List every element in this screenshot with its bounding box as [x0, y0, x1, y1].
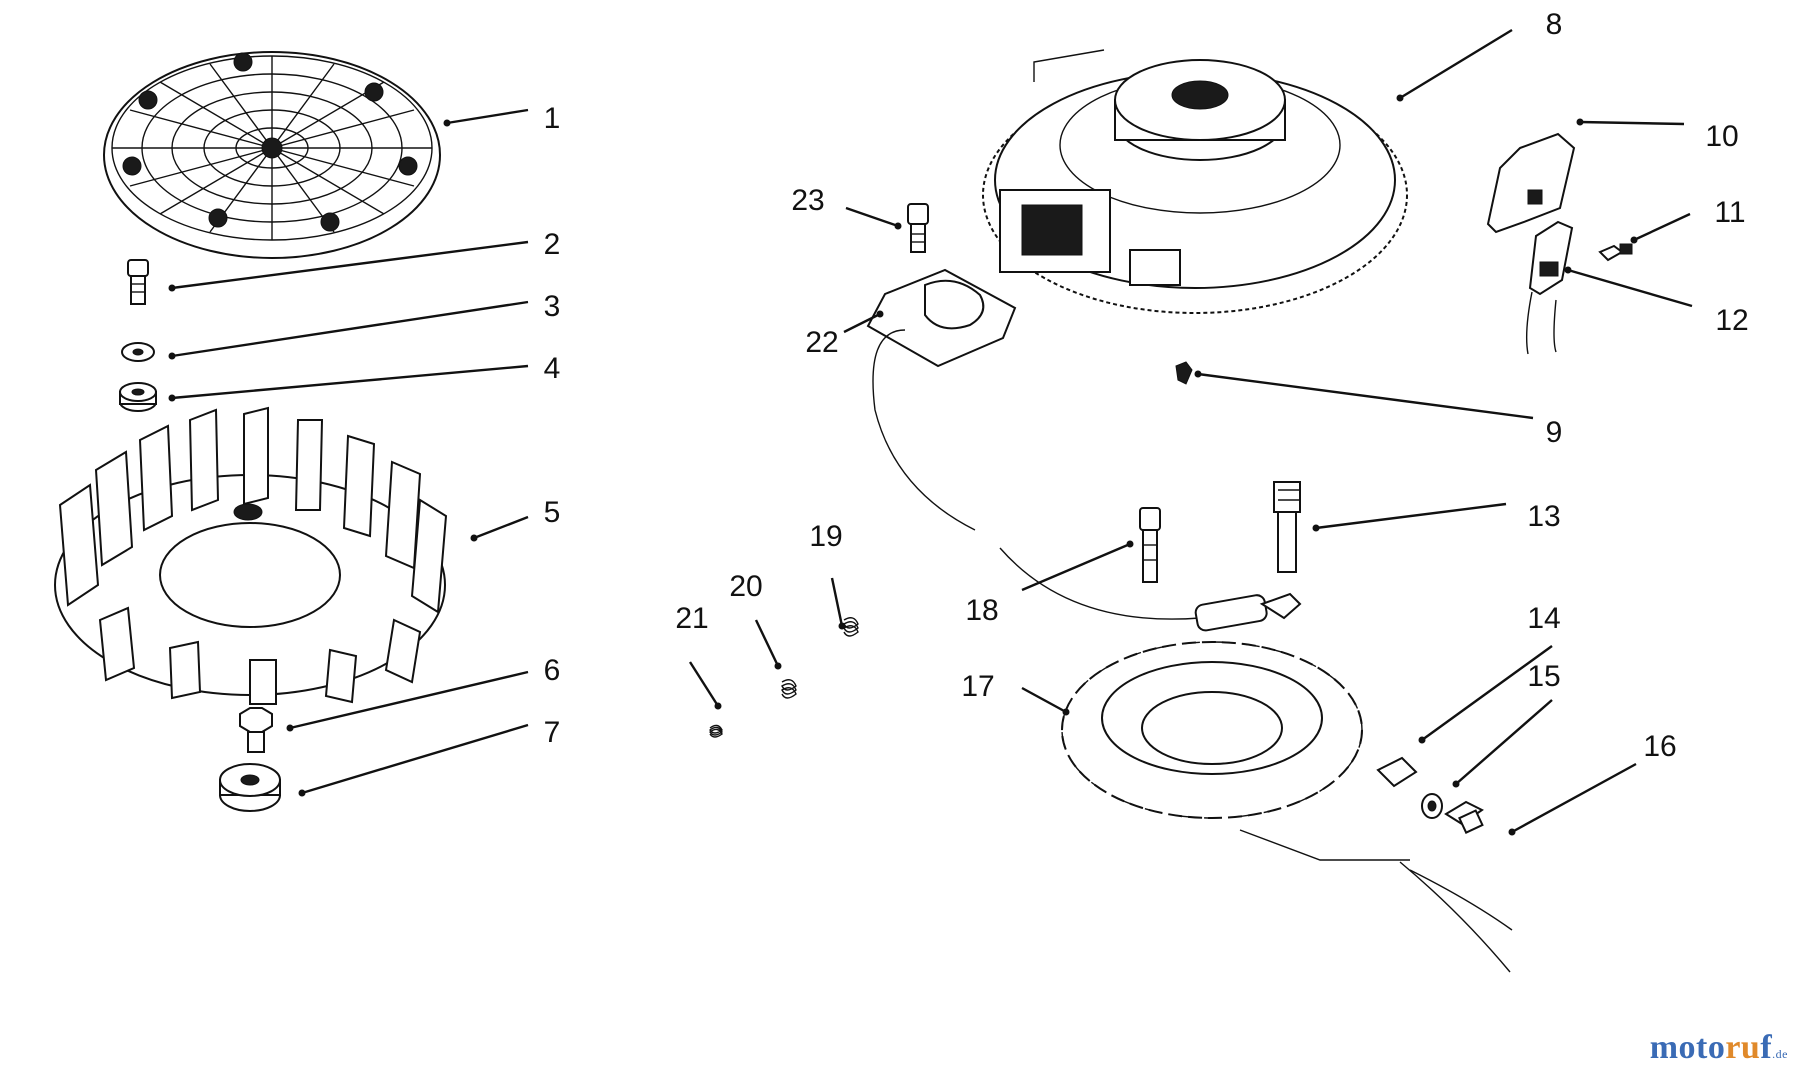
- part-4-spacer: [119, 382, 157, 412]
- callout-5: 5: [544, 496, 561, 529]
- site-watermark: motoruf.de: [1650, 1029, 1788, 1067]
- leader-21: [688, 661, 720, 707]
- leader-10: [1579, 120, 1685, 126]
- callout-17: 17: [961, 670, 994, 703]
- leader-8: [1399, 28, 1513, 100]
- part-7-washer: [219, 763, 281, 812]
- callout-7: 7: [544, 716, 561, 749]
- leader-11: [1633, 212, 1691, 242]
- part-10-bracket: [1486, 132, 1576, 234]
- part-21-spring: [709, 724, 723, 738]
- callout-11: 11: [1714, 196, 1745, 229]
- callout-22: 22: [805, 326, 838, 359]
- watermark-part2: ru: [1725, 1029, 1761, 1066]
- part-5-fan: [54, 406, 448, 705]
- leader-16: [1511, 762, 1637, 834]
- part-2-screw: [127, 259, 149, 305]
- callout-13: 13: [1527, 500, 1560, 533]
- part-12-sensor: [1525, 220, 1574, 355]
- callout-2: 2: [544, 228, 561, 261]
- callout-16: 16: [1643, 730, 1676, 763]
- part-14-label-clip: [1376, 756, 1418, 788]
- leader-lines: [171, 28, 1693, 834]
- leader-19: [830, 577, 844, 627]
- leader-15: [1455, 699, 1553, 785]
- callout-4: 4: [544, 352, 561, 385]
- callout-3: 3: [544, 290, 561, 323]
- watermark-part1: moto: [1649, 1029, 1726, 1066]
- leader-1: [446, 108, 529, 125]
- callout-9: 9: [1546, 416, 1563, 449]
- part-6-bolt: [239, 707, 273, 753]
- leader-20: [754, 619, 780, 667]
- callout-20: 20: [729, 570, 762, 603]
- watermark-suffix: .de: [1772, 1047, 1788, 1061]
- part-23-screw: [907, 203, 929, 253]
- part-20-spring: [781, 679, 797, 699]
- part-18-bolt: [1139, 507, 1161, 583]
- leader-17: [1021, 686, 1067, 714]
- leader-18: [1021, 542, 1131, 592]
- leader-6: [289, 670, 529, 730]
- leader-14: [1421, 645, 1553, 741]
- callout-10: 10: [1705, 120, 1738, 153]
- watermark-part3: f: [1760, 1029, 1773, 1066]
- callout-19: 19: [809, 520, 842, 553]
- part-1-screen-disc: [103, 51, 441, 259]
- callout-1: 1: [544, 102, 561, 135]
- leader-3: [171, 300, 529, 358]
- leader-12: [1567, 268, 1693, 308]
- part-13-terminal: [1273, 481, 1301, 573]
- part-15-washer: [1421, 793, 1443, 819]
- callout-6: 6: [544, 654, 561, 687]
- leader-5: [473, 515, 529, 540]
- part-16-bolt: [1444, 800, 1484, 834]
- callout-18: 18: [965, 594, 998, 627]
- leader-9: [1197, 372, 1534, 420]
- leader-2: [171, 240, 529, 290]
- leader-7: [301, 723, 529, 795]
- callout-23: 23: [791, 184, 824, 217]
- part-17-stator: [1061, 641, 1513, 973]
- part-22-ignition-module: [866, 268, 1302, 632]
- part-11-screw: [1598, 243, 1633, 262]
- leader-13: [1315, 502, 1507, 530]
- leader-dots: [168, 94, 1638, 836]
- leader-4: [171, 364, 529, 400]
- callout-14: 14: [1527, 602, 1560, 635]
- callout-numbers: 1 2 3 4 5 6 7 8 9 10 11 12 13 14 15 16 1…: [544, 8, 1749, 763]
- callout-8: 8: [1546, 8, 1563, 41]
- part-9-key: [1175, 361, 1193, 385]
- leader-22: [843, 312, 881, 334]
- leader-23: [845, 206, 899, 228]
- callout-12: 12: [1715, 304, 1748, 337]
- part-8-flywheel: [982, 49, 1408, 314]
- part-3-washer: [121, 342, 155, 362]
- part-19-spring: [843, 617, 859, 637]
- callout-15: 15: [1527, 660, 1560, 693]
- callout-21: 21: [675, 602, 708, 635]
